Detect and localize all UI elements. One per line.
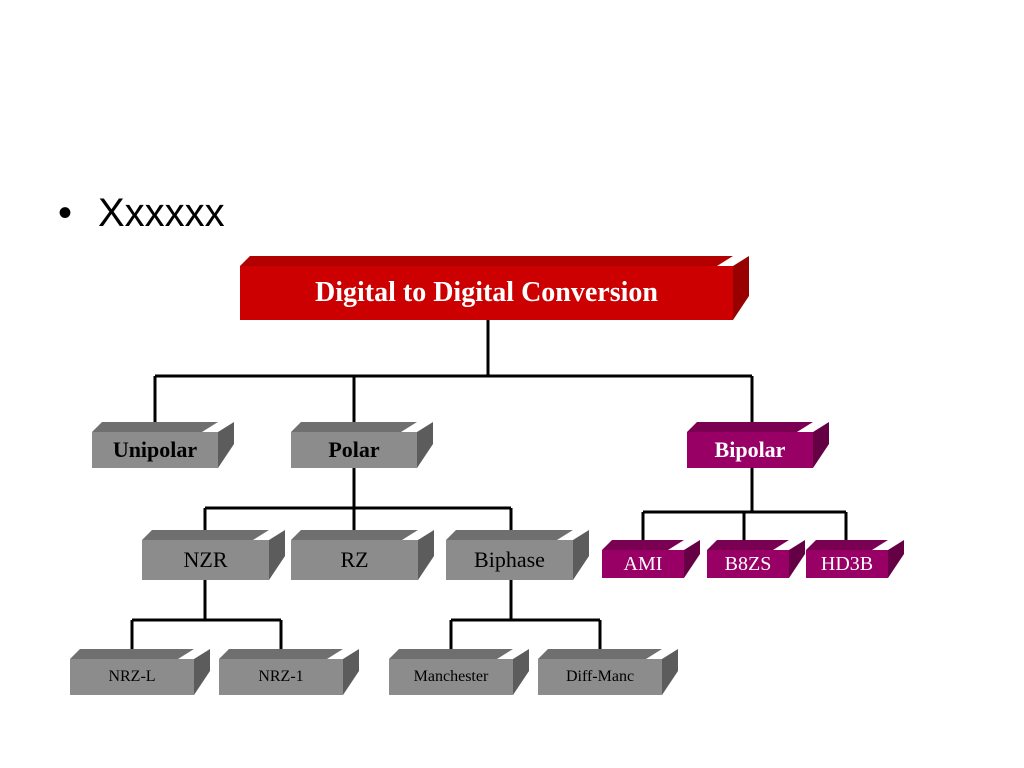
- node-hd3b: HD3B: [806, 550, 888, 578]
- bipolar-label: Bipolar: [714, 437, 786, 462]
- nrz-1-label: NRZ-1: [258, 668, 304, 685]
- unipolar-label: Unipolar: [112, 437, 198, 462]
- node-unipolar: Unipolar: [92, 432, 218, 468]
- node-ami: AMI: [602, 550, 684, 578]
- nrz-l-label: NRZ-L: [108, 668, 156, 685]
- root-node-digital-to-digital-conversion: Digital to Digital Conversion: [240, 266, 733, 320]
- bullet-text: Xxxxxx: [98, 191, 225, 235]
- manchester-label: Manchester: [413, 668, 489, 685]
- root-label: Digital to Digital Conversion: [315, 277, 658, 308]
- node-nzr: NZR: [142, 540, 269, 580]
- node-polar: Polar: [291, 432, 417, 468]
- diff-manc-label: Diff-Manc: [565, 668, 635, 685]
- node-bipolar: Bipolar: [687, 432, 813, 468]
- node-nrz-l: NRZ-L: [70, 659, 194, 695]
- nzr-label: NZR: [183, 547, 228, 572]
- node-nrz-1: NRZ-1: [219, 659, 343, 695]
- rz-label: RZ: [340, 547, 369, 572]
- node-manchester: Manchester: [389, 659, 513, 695]
- b8zs-label: B8ZS: [724, 552, 772, 575]
- bullet-item: • Xxxxxx: [58, 188, 225, 238]
- hd3b-label: HD3B: [820, 552, 874, 575]
- bullet-glyph: •: [58, 191, 73, 235]
- node-diff-manc: Diff-Manc: [538, 659, 662, 695]
- node-biphase: Biphase: [446, 540, 573, 580]
- node-rz: RZ: [291, 540, 418, 580]
- ami-label: AMI: [623, 552, 663, 575]
- node-b8zs: B8ZS: [707, 550, 789, 578]
- biphase-label: Biphase: [474, 547, 545, 572]
- polar-label: Polar: [328, 437, 380, 462]
